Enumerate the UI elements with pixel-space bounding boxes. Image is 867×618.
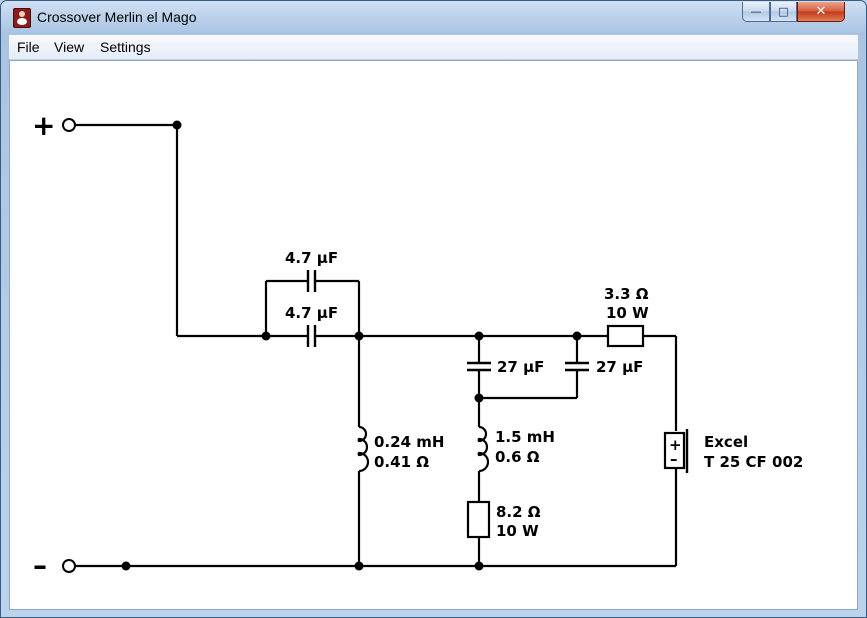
menu-settings[interactable]: Settings bbox=[100, 39, 151, 55]
plus-sign: + bbox=[32, 109, 55, 142]
l1-inductance-label: 0.24 mH bbox=[374, 433, 444, 451]
l2-resistance-label: 0.6 Ω bbox=[495, 448, 540, 466]
r-series-resistance-label: 3.3 Ω bbox=[604, 285, 649, 303]
minus-sign: – bbox=[33, 549, 47, 582]
c2-label: 27 µF bbox=[497, 358, 544, 376]
speaker-plus-mark: + bbox=[669, 436, 682, 454]
maximize-button[interactable]: □ bbox=[770, 2, 797, 22]
r-shunt-power-label: 10 W bbox=[496, 522, 539, 540]
title-bar[interactable]: Crossover Merlin el Mago — □ ✕ bbox=[1, 1, 866, 33]
speaker-app-icon[interactable] bbox=[13, 8, 31, 28]
l2-inductance-label: 1.5 mH bbox=[495, 428, 555, 446]
l1-resistance-label: 0.41 Ω bbox=[374, 453, 429, 471]
menu-file[interactable]: File bbox=[17, 39, 40, 55]
r-shunt-resistance-label: 8.2 Ω bbox=[496, 503, 541, 521]
window-title: Crossover Merlin el Mago bbox=[37, 9, 197, 25]
close-button[interactable]: ✕ bbox=[797, 2, 845, 22]
menu-bar: File View Settings bbox=[9, 35, 858, 60]
resistor-shunt[interactable] bbox=[466, 500, 491, 539]
speaker-model-line1: Excel bbox=[704, 433, 748, 451]
menu-view[interactable]: View bbox=[54, 39, 85, 55]
minimize-button[interactable]: — bbox=[742, 2, 770, 22]
cap-bottom-label: 4.7 µF bbox=[285, 304, 338, 322]
r-series-power-label: 10 W bbox=[606, 304, 649, 322]
minus-terminal[interactable]: – bbox=[33, 549, 76, 582]
cap-top-label: 4.7 µF bbox=[285, 249, 338, 267]
speaker-minus-mark: – bbox=[670, 450, 678, 468]
resistor-series[interactable] bbox=[606, 324, 645, 348]
speaker-model-line2: T 25 CF 002 bbox=[704, 453, 803, 471]
plus-terminal[interactable]: + bbox=[32, 109, 76, 142]
c3-label: 27 µF bbox=[596, 358, 643, 376]
speaker-symbol[interactable]: + – bbox=[663, 429, 689, 473]
